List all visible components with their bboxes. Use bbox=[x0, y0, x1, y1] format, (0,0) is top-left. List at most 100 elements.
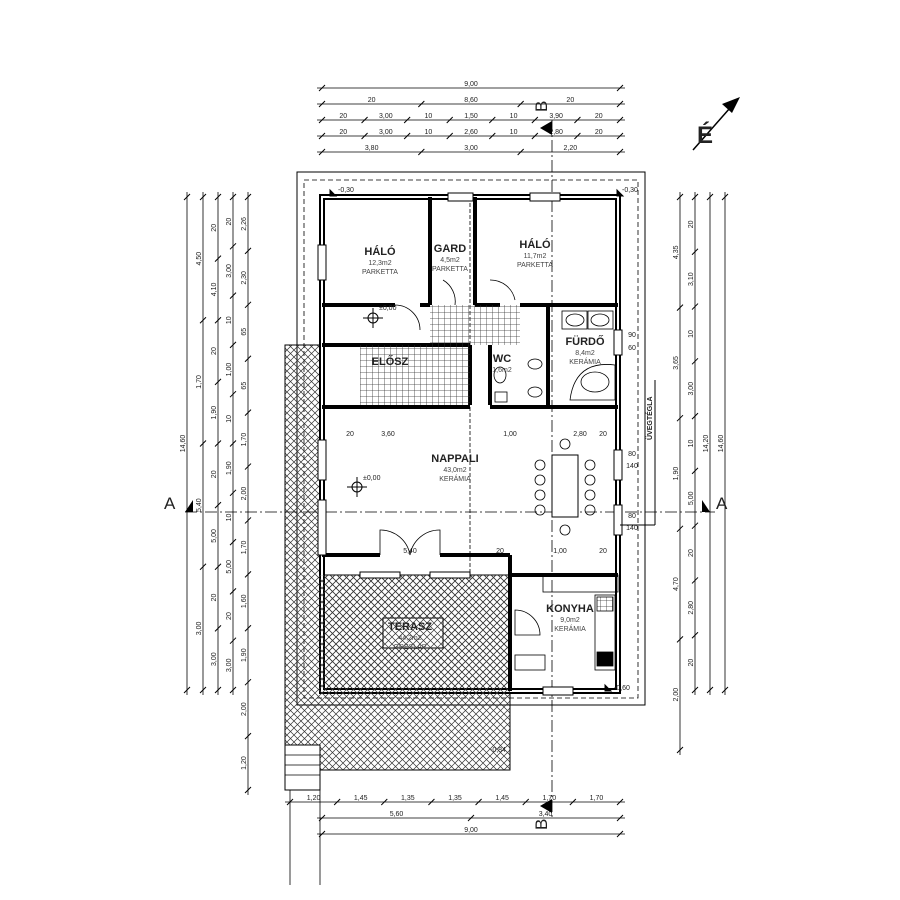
level-nw: -0,30 bbox=[338, 187, 354, 194]
dimension-tick bbox=[244, 517, 252, 524]
dimension-label: 9,00 bbox=[464, 81, 478, 88]
dimension-tick bbox=[691, 577, 699, 584]
dimension-label: 1,60 bbox=[241, 594, 248, 608]
dimension-label: 1,20 bbox=[307, 795, 321, 802]
dimension-tick bbox=[318, 148, 326, 156]
dimension-label: 20 bbox=[211, 347, 218, 355]
interior-dimension-label: 20 bbox=[346, 431, 354, 438]
dimension-label: 1,70 bbox=[241, 433, 248, 447]
dimension-tick bbox=[706, 686, 714, 694]
dimension-tick bbox=[417, 148, 425, 156]
dimension-tick bbox=[691, 412, 699, 420]
dimension-tick bbox=[361, 132, 368, 140]
dimension-label: 1,70 bbox=[542, 795, 556, 802]
dimension-tick bbox=[199, 440, 207, 447]
dimension-label: 8,60 bbox=[464, 97, 478, 104]
windows bbox=[317, 192, 623, 696]
dimension-tick bbox=[229, 242, 237, 250]
room-area: 8,4m2 bbox=[575, 350, 595, 357]
dimension-tick bbox=[569, 798, 577, 806]
dimension-tick bbox=[446, 132, 454, 140]
section-b-top-label: B bbox=[532, 101, 551, 112]
dimension-tick bbox=[403, 116, 411, 124]
dimension-label: 5,00 bbox=[211, 529, 218, 543]
dimension-tick bbox=[199, 316, 207, 324]
dimension-tick bbox=[214, 501, 222, 509]
level-terrace: -0,84 bbox=[490, 747, 506, 754]
dimension-tick bbox=[691, 686, 699, 694]
dimension-label: 2,60 bbox=[464, 129, 478, 136]
room-floor: PARKETTA bbox=[362, 269, 398, 276]
dimension-label: 3,40 bbox=[539, 811, 553, 818]
dimension-label: 10 bbox=[226, 415, 233, 423]
dimension-tick bbox=[691, 248, 699, 256]
dimension-tick bbox=[318, 116, 326, 124]
dimension-label: 3,00 bbox=[688, 382, 695, 396]
dimension-label: 3,10 bbox=[688, 272, 695, 286]
room-area: 1,6m2 bbox=[492, 367, 512, 374]
dimension-label: 1,70 bbox=[590, 795, 604, 802]
dimension-label: 20 bbox=[211, 224, 218, 232]
room-5: ELŐSZ bbox=[372, 355, 409, 368]
dimension-tick bbox=[475, 798, 482, 806]
interior-dimension-label: 2,80 bbox=[573, 431, 587, 438]
dimension-label: 10 bbox=[510, 129, 518, 136]
dimension-tick bbox=[721, 686, 729, 694]
dimension-tick bbox=[214, 686, 222, 694]
room-name: ELŐSZ bbox=[372, 355, 409, 368]
dimension-tick bbox=[616, 84, 624, 92]
dimension-label: 14,20 bbox=[703, 435, 710, 453]
level-ne: -0,30 bbox=[622, 187, 638, 194]
dimension-label: 5,40 bbox=[196, 498, 203, 512]
dimension-label: 1,90 bbox=[211, 406, 218, 420]
dimension-tick bbox=[244, 355, 252, 363]
dimension-tick bbox=[214, 378, 222, 386]
dimension-label: 3,65 bbox=[673, 356, 680, 370]
north-label: É bbox=[697, 121, 713, 149]
dimension-tick bbox=[318, 132, 326, 140]
dimension-tick bbox=[244, 193, 252, 201]
dimension-label: 1,50 bbox=[464, 113, 478, 120]
room-area: 9,0m2 bbox=[560, 617, 580, 624]
dimension-tick bbox=[522, 798, 530, 806]
dimension-label: 10 bbox=[226, 513, 233, 521]
dimension-label: 4,10 bbox=[211, 283, 218, 297]
dimension-tick bbox=[446, 116, 454, 124]
dimension-label: 10 bbox=[688, 440, 695, 448]
dimension-label: 10 bbox=[510, 113, 518, 120]
kitchen-cutout bbox=[319, 575, 510, 694]
glass-brick-label: ÜVEGTÉGLA bbox=[645, 396, 654, 440]
dimension-tick bbox=[488, 116, 496, 124]
dimension-label: 65 bbox=[241, 328, 248, 336]
dimension-tick bbox=[333, 798, 341, 806]
dimension-tick bbox=[244, 463, 252, 470]
dimension-label: 1,90 bbox=[241, 648, 248, 662]
level-markers bbox=[329, 188, 625, 692]
dimension-tick bbox=[229, 489, 237, 497]
dimension-tick bbox=[721, 193, 729, 201]
dimension-tick bbox=[199, 193, 207, 201]
dimension-tick bbox=[616, 116, 624, 124]
dimension-tick bbox=[676, 193, 684, 201]
dimension-label: 3,00 bbox=[379, 113, 393, 120]
dimension-label: 10 bbox=[425, 113, 433, 120]
dimension-label: 1,70 bbox=[196, 375, 203, 389]
dimension-label: 1,90 bbox=[226, 461, 233, 475]
dimension-label: 14,60 bbox=[718, 435, 725, 453]
room-name: NAPPALI bbox=[431, 453, 478, 465]
dimension-tick bbox=[691, 522, 699, 530]
dimension-label: 10 bbox=[688, 330, 695, 338]
dimension-label: 65 bbox=[241, 382, 248, 390]
dimension-label: 20 bbox=[595, 113, 603, 120]
dimension-tick bbox=[244, 786, 252, 794]
dimension-label: 1,90 bbox=[673, 467, 680, 481]
dimension-tick bbox=[676, 414, 684, 422]
door-swings bbox=[379, 279, 541, 636]
dimension-tick bbox=[691, 631, 699, 639]
dimension-label: 20 bbox=[226, 218, 233, 226]
dimension-label: 20 bbox=[368, 97, 376, 104]
dimension-label: 4,70 bbox=[673, 577, 680, 591]
